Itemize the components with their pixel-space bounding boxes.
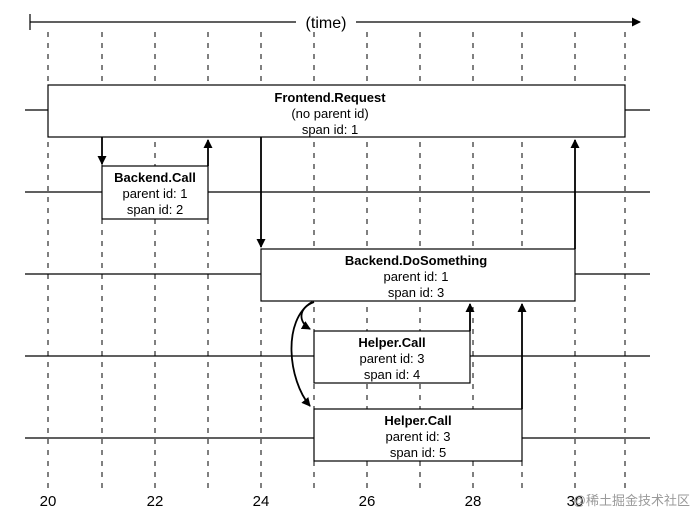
span-name: Helper.Call <box>384 413 451 428</box>
span-name: Backend.DoSomething <box>345 253 487 268</box>
span-name: Backend.Call <box>114 170 196 185</box>
span-detail: (no parent id) <box>291 106 368 121</box>
call-arrows <box>97 137 580 409</box>
span-box <box>313 330 471 384</box>
tick-label: 28 <box>465 493 482 510</box>
span-detail: span id: 2 <box>127 202 183 217</box>
span-detail: span id: 4 <box>364 367 420 382</box>
span-box <box>313 408 523 462</box>
tick-labels: 20 22 24 26 28 30 <box>40 493 584 510</box>
span-helper-call-4: Helper.Call parent id: 3 span id: 4 <box>313 330 471 384</box>
tick-label: 30 <box>567 493 584 510</box>
span-name: Frontend.Request <box>274 90 386 105</box>
tick-label: 24 <box>253 493 270 510</box>
watermark: @稀土掘金技术社区 <box>573 493 690 508</box>
span-box <box>260 248 576 302</box>
axis-label: (time) <box>306 15 347 32</box>
span-detail: span id: 1 <box>302 122 358 137</box>
span-detail: parent id: 3 <box>359 351 424 366</box>
span-name: Helper.Call <box>358 335 425 350</box>
span-detail: parent id: 1 <box>122 186 187 201</box>
tick-label: 26 <box>359 493 376 510</box>
arrow-call-helper-call-5 <box>290 301 313 407</box>
span-detail: span id: 5 <box>390 445 446 460</box>
span-detail: parent id: 3 <box>385 429 450 444</box>
span-detail: parent id: 1 <box>383 269 448 284</box>
span-frontend-request: Frontend.Request (no parent id) span id:… <box>47 84 626 138</box>
span-detail: span id: 3 <box>388 285 444 300</box>
span-backend-dosomething: Backend.DoSomething parent id: 1 span id… <box>260 248 576 302</box>
span-box <box>47 84 626 138</box>
time-axis: (time) <box>29 14 641 32</box>
span-box <box>101 165 209 220</box>
span-helper-call-5: Helper.Call parent id: 3 span id: 5 <box>313 408 523 462</box>
tick-label: 20 <box>40 493 57 510</box>
tick-label: 22 <box>147 493 164 510</box>
span-backend-call: Backend.Call parent id: 1 span id: 2 <box>101 165 209 220</box>
